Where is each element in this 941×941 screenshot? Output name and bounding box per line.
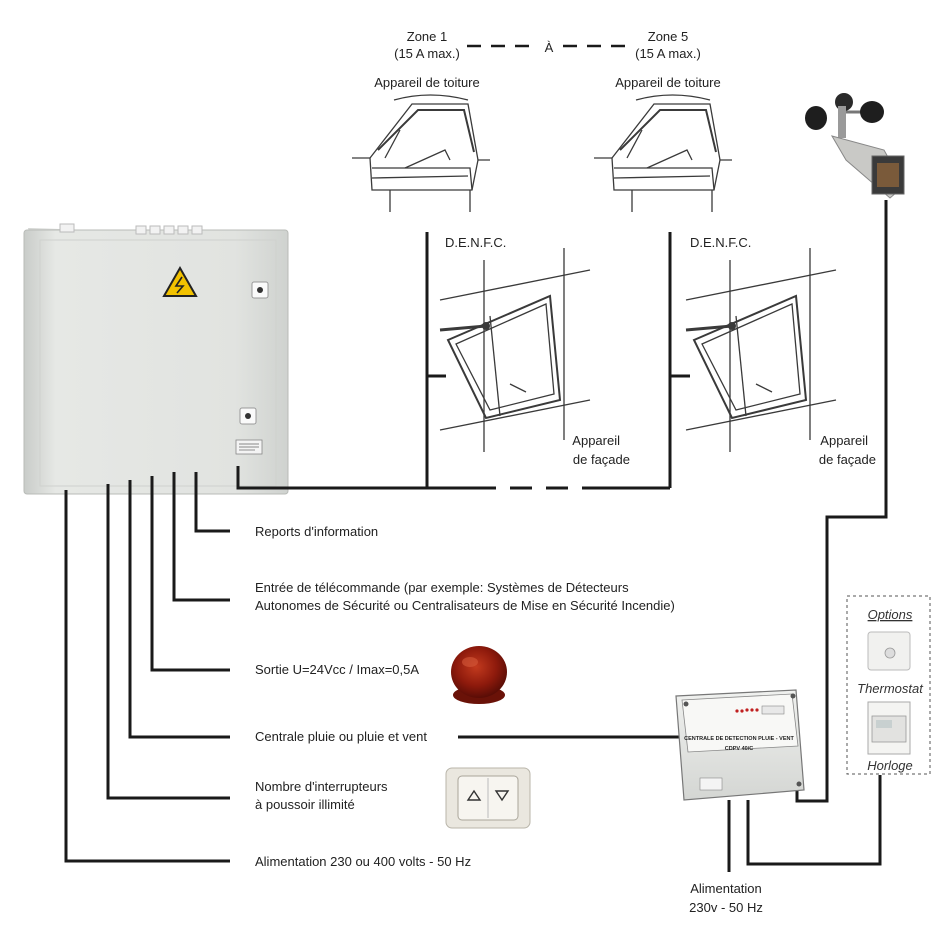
zone1-title: Zone 1 — [407, 29, 447, 44]
roof-skylight-1 — [352, 94, 490, 212]
roof-device-label-2: Appareil de toiture — [615, 75, 721, 90]
denfc-label-1: D.E.N.F.C. — [445, 235, 506, 250]
zone5-title: Zone 5 — [648, 29, 688, 44]
zone-range-gap — [538, 38, 560, 54]
output-label-remote-line1: Entrée de télécommande (par exemple: Sys… — [255, 580, 629, 595]
facade-label-2-line2: de façade — [819, 452, 876, 467]
facade-label-1-line1: Appareil — [572, 433, 620, 448]
rain-centre-model: CDPV 40/C — [725, 746, 753, 752]
denfc-label-2: D.E.N.F.C. — [690, 235, 751, 250]
zone-range-separator: À — [545, 40, 554, 55]
output-label-switches-line1: Nombre d'interrupteurs — [255, 779, 388, 794]
warning-triangle-icon — [162, 265, 198, 297]
zone5-subtitle: (15 A max.) — [635, 46, 701, 61]
output-label-remote-line2: Autonomes de Sécurité ou Centralisateurs… — [255, 598, 675, 613]
push-button-switch — [445, 767, 531, 829]
beacon-light — [451, 646, 507, 704]
output-label-power: Alimentation 230 ou 400 volts - 50 Hz — [255, 854, 471, 869]
power-supply-line2: 230v - 50 Hz — [689, 900, 763, 915]
up-arrow-icon — [466, 789, 482, 801]
clock-device — [867, 701, 911, 755]
control-cabinet — [23, 223, 289, 495]
output-label-switches-line2: à poussoir illimité — [255, 797, 355, 812]
rain-wind-centre: CENTRALE DE DETECTION PLUIE - VENT CDPV … — [675, 689, 805, 801]
down-arrow-icon — [494, 790, 510, 802]
options-thermostat: Thermostat — [857, 681, 924, 696]
options-panel: Options Thermostat Horloge — [846, 595, 931, 775]
power-supply-line1: Alimentation — [690, 881, 762, 896]
zone1-subtitle: (15 A max.) — [394, 46, 460, 61]
anemometer-sensor — [805, 93, 905, 199]
facade-window-1 — [439, 248, 591, 452]
rain-centre-name: CENTRALE DE DETECTION PLUIE - VENT — [684, 736, 794, 742]
wiring — [64, 200, 888, 872]
roof-skylight-2 — [594, 94, 732, 212]
thermostat-device — [867, 631, 911, 671]
options-horloge: Horloge — [867, 758, 913, 773]
facade-window-2 — [685, 248, 837, 452]
facade-label-2-line1: Appareil — [820, 433, 868, 448]
options-title: Options — [868, 607, 913, 622]
output-label-information: Reports d'information — [255, 524, 378, 539]
output-label-rain-centre: Centrale pluie ou pluie et vent — [255, 729, 427, 744]
roof-device-label-1: Appareil de toiture — [374, 75, 480, 90]
output-label-24v: Sortie U=24Vcc / Imax=0,5A — [255, 662, 419, 677]
facade-label-1-line2: de façade — [573, 452, 630, 467]
